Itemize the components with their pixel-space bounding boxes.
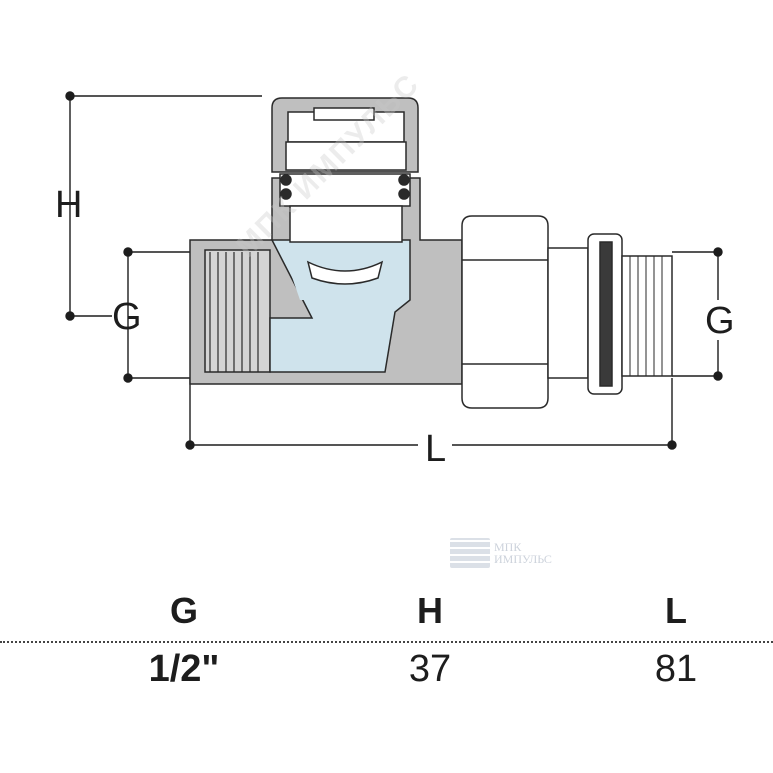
value-l: 81 (654, 648, 698, 690)
table-row: 1/2" 37 81 (0, 648, 773, 698)
h-dimension-label: H (55, 184, 83, 226)
value-g: 1/2" (148, 648, 220, 690)
left-thread (209, 252, 259, 372)
company-logo: МПК ИМПУЛЬС (450, 538, 552, 568)
header-g: G (169, 590, 198, 631)
value-h: 37 (408, 648, 452, 690)
bonnet (271, 97, 419, 285)
dimension-lines (65, 91, 723, 450)
g-left-dimension-label: G (112, 296, 142, 338)
header-l: L (665, 590, 687, 631)
logo-line-2: ИМПУЛЬС (494, 552, 552, 566)
valve-drawing (65, 91, 723, 450)
header-h: H (417, 590, 443, 631)
dotted-divider (0, 641, 773, 643)
tail-piece (587, 233, 673, 395)
union-nut (461, 215, 589, 409)
logo-text: МПК ИМПУЛЬС (494, 541, 552, 565)
l-dimension-label: L (425, 428, 447, 470)
logo-line-1: МПК (494, 540, 522, 554)
logo-brick-icon (450, 538, 490, 568)
table-header-row: G H L (0, 590, 773, 640)
g-right-dimension-label: G (705, 300, 735, 342)
